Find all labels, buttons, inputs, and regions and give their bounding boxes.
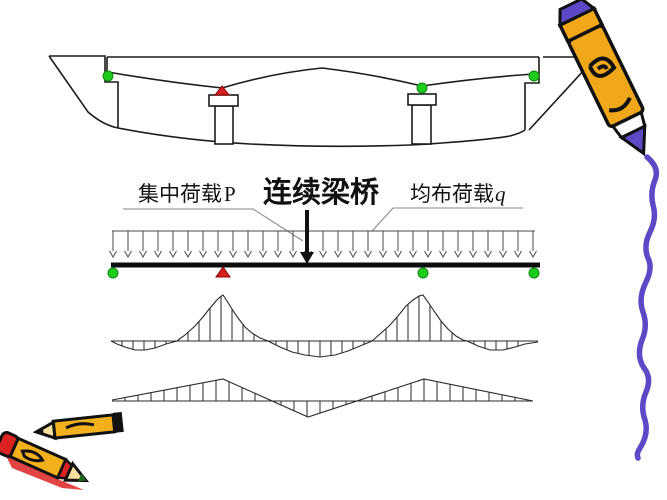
pencil-shadow	[4, 452, 84, 490]
point-load-arrow	[300, 210, 314, 264]
crayon-clipart	[557, 0, 647, 157]
pencil-lower	[0, 431, 90, 483]
pencil-upper-stripe	[65, 422, 95, 430]
load-labels: 集中荷载P 连续梁桥 均布荷载q	[123, 176, 523, 242]
distributed-load-label: 均布荷载q	[410, 182, 506, 206]
drawn-squiggle	[634, 154, 660, 461]
distributed-load-arrows	[109, 230, 537, 258]
influence-line-diagram	[111, 378, 534, 418]
leader-line-concentrated	[123, 208, 304, 242]
crayon-stripe	[608, 96, 632, 113]
bridge-bearing-markers	[102, 70, 540, 96]
crayon-cap	[558, 0, 597, 28]
pencil-upper	[32, 411, 124, 441]
crayon-swirl	[588, 56, 617, 78]
bending-moment-diagram	[110, 294, 539, 358]
pencil-upper-lead	[36, 428, 44, 435]
pencil-lower-lead	[77, 473, 86, 482]
bridge-outline	[49, 55, 598, 131]
concentrated-load-label: 集中荷载P	[138, 182, 236, 206]
page-title: 连续梁桥	[263, 176, 379, 209]
bridge-ground-line	[48, 55, 526, 148]
bridge-pier-1	[208, 94, 239, 145]
beam-support-markers	[107, 266, 540, 279]
pencil-upper-body	[51, 413, 117, 440]
pencil-upper-cap	[112, 411, 124, 433]
leader-line-distributed	[371, 207, 523, 232]
bridge-pier-2	[407, 93, 437, 145]
bridge-elevation-drawing	[48, 55, 598, 148]
pencils-clipart	[0, 411, 124, 490]
pencil-lower-swirl	[20, 449, 45, 463]
